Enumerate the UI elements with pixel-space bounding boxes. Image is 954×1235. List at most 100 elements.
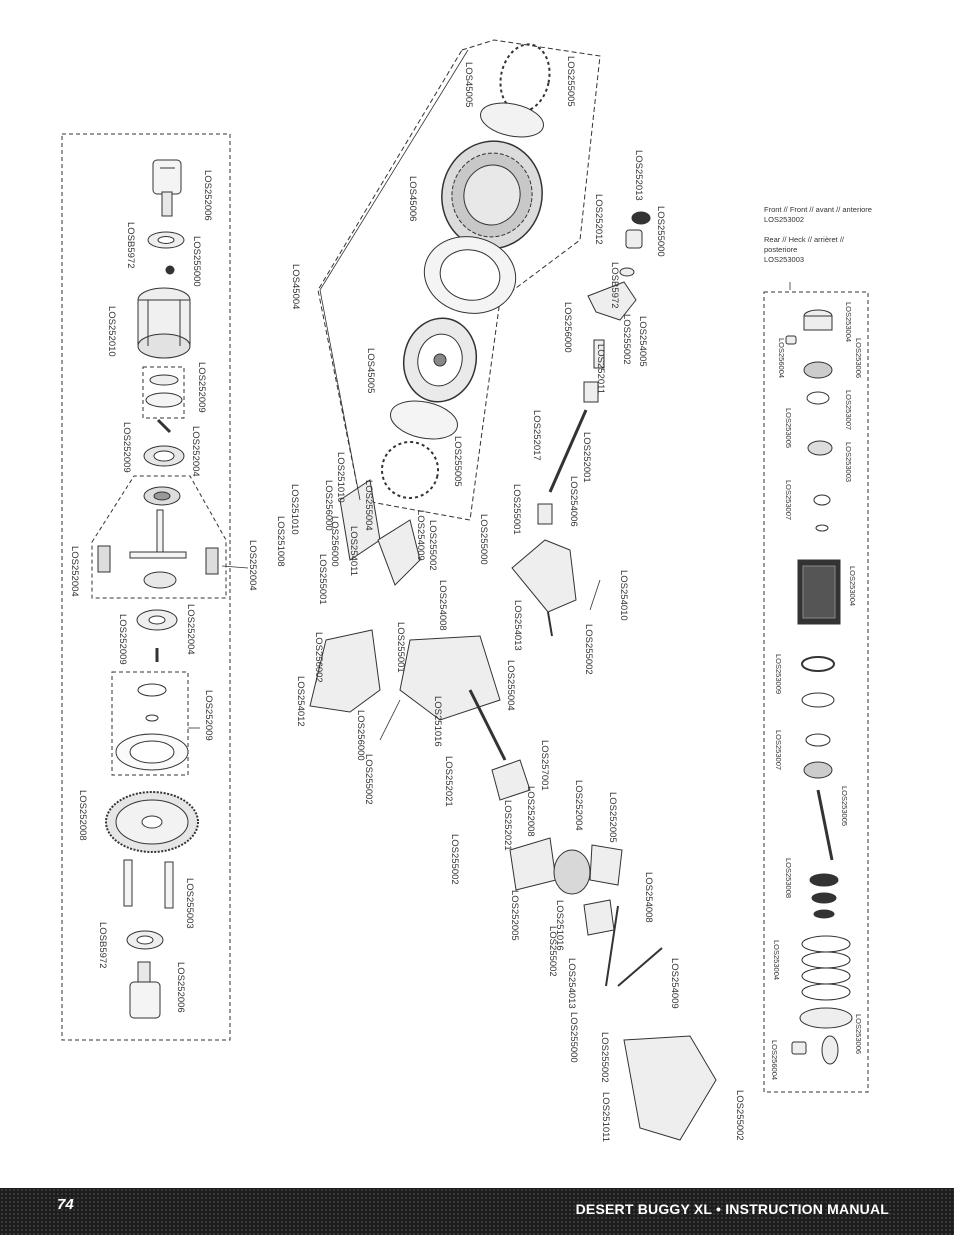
camber-link xyxy=(377,519,421,586)
diff-pin xyxy=(156,418,172,434)
shock-end-top xyxy=(785,335,797,345)
wheel-assembly xyxy=(317,39,601,521)
hub-label: LOS255001 xyxy=(511,484,522,535)
hub-label: LOS255000 xyxy=(655,206,666,257)
chassis-label: LOS255002 xyxy=(599,1032,610,1083)
chassis-label: LOS251010 xyxy=(335,452,346,503)
shock-spring-cup xyxy=(803,361,833,379)
shock-label: LOS253007 xyxy=(784,480,793,520)
axle-cup xyxy=(583,381,599,403)
shock-label: LOS253007 xyxy=(774,730,783,770)
shock-boot xyxy=(809,873,839,919)
chassis-label: LOS252004 xyxy=(573,780,584,831)
beadlock-screws xyxy=(381,441,439,499)
chassis-label: LOS254012 xyxy=(295,676,306,727)
beadlock-ring xyxy=(480,102,544,138)
diff-screw-right xyxy=(164,861,174,909)
shock-label: LOS256004 xyxy=(777,338,786,378)
diff-gear-mid xyxy=(143,486,181,506)
hub-bearing xyxy=(619,267,635,277)
shock-label: LOS253008 xyxy=(784,858,793,898)
chassis-label: LOS254008 xyxy=(437,580,448,631)
wheel-label: LOS255005 xyxy=(565,56,576,107)
bearing-bottom xyxy=(126,930,164,950)
turnbuckle xyxy=(605,905,619,987)
legend-front-label: Front // Front // avant // anteriore xyxy=(764,205,872,214)
outdrive-cup-top xyxy=(152,159,182,217)
page-number: 74 xyxy=(57,1196,74,1213)
diff-gear-lower xyxy=(136,609,178,631)
chassis-label: LOS254013 xyxy=(566,958,577,1009)
hub-label: LOS255002 xyxy=(583,624,594,675)
chassis-label: LOS254011 xyxy=(348,526,359,576)
chassis-label: LOS256000 xyxy=(323,480,334,531)
chassis-label: LOS252005 xyxy=(607,792,618,843)
shock-label-group: LOS256004 LOS253004 LOS253006 LOS253007 … xyxy=(770,302,863,1080)
chassis-label: LOS252021 xyxy=(502,800,513,851)
wheel-label: LOS45005 xyxy=(463,62,474,107)
shock-o-ring-lower xyxy=(805,733,831,747)
diff-label: LOSB5972 xyxy=(97,922,108,968)
shock-label: LOS253004 xyxy=(848,566,857,606)
manual-title: DESERT BUGGY XL • INSTRUCTION MANUAL xyxy=(575,1201,889,1217)
diff-label: LOS252004 xyxy=(185,604,196,655)
tire-foam-insert xyxy=(423,236,517,314)
diff-spider-gear-left xyxy=(97,545,111,573)
diff-gear-group-box xyxy=(91,475,227,599)
shock-label: LOS253009 xyxy=(774,654,783,694)
wheel-rim xyxy=(402,317,478,403)
hub-label: LOS252001 xyxy=(581,432,592,483)
chassis-label: LOS252005 xyxy=(509,890,520,941)
diff-label-group: LOS252006 LOS255000 LOSB5972 LOS252010 L… xyxy=(69,170,258,1013)
diff-plate-group-box xyxy=(111,671,189,776)
diff-cross-pin-bar xyxy=(129,551,187,559)
chassis-label: LOS255002 xyxy=(449,834,460,885)
shock-label: LOS253003 xyxy=(844,442,853,482)
diff-housing-right xyxy=(589,844,623,886)
bearing-top xyxy=(147,231,185,249)
chassis-label: LOS254009 xyxy=(415,510,426,561)
hub-pin xyxy=(547,611,553,637)
chassis-label: LOS251010 xyxy=(289,484,300,535)
shock-label: LOS253005 xyxy=(784,408,793,448)
chassis-label: LOS252008 xyxy=(525,786,536,837)
page-footer: 74 DESERT BUGGY XL • INSTRUCTION MANUAL xyxy=(0,1188,954,1235)
chassis-label: LOS256000 xyxy=(355,710,366,761)
shock-legend: Front // Front // avant // anteriore LOS… xyxy=(764,205,874,265)
shock-label: LOS253005 xyxy=(840,786,849,826)
diff-washer-lower xyxy=(137,683,167,697)
diff-label: LOS252009 xyxy=(117,614,128,665)
hub-label: LOS254013 xyxy=(512,600,523,651)
diff-shim-group-box xyxy=(142,366,185,419)
hub-label: LOS254005 xyxy=(637,316,648,367)
shock-rod-end xyxy=(821,1035,839,1065)
diff-label: LOS255003 xyxy=(184,878,195,929)
wheel-label: LOS255005 xyxy=(452,436,463,487)
chassis-label: LOS255004 xyxy=(363,480,374,531)
tire xyxy=(441,140,543,250)
axle xyxy=(593,339,605,369)
diff-washer xyxy=(145,392,183,408)
shock-tower xyxy=(309,629,381,713)
chassis-label: LOS255001 xyxy=(395,622,406,673)
diff-label: LOS252004 xyxy=(190,426,201,477)
diff-cross-pin xyxy=(156,509,164,557)
hub-label-group: LOS252013 LOS252012 LOS255000 LOS256000 … xyxy=(478,150,666,675)
shock-shaft xyxy=(816,789,834,861)
hub-label: LOS252013 xyxy=(633,150,644,201)
wheel-label: LOS45004 xyxy=(290,264,301,309)
shock-o-ring xyxy=(806,391,830,405)
leader-lines xyxy=(188,49,791,741)
diff-label: LOS252006 xyxy=(175,962,186,1013)
outdrive-cup-bottom xyxy=(129,961,161,1019)
chassis-label: LOS257001 xyxy=(539,740,550,791)
shock-cap-lower xyxy=(803,761,833,779)
hub-label: LOS255000 xyxy=(478,514,489,565)
diff-label: LOS252004 xyxy=(247,540,258,591)
diff-mount xyxy=(491,759,531,801)
diff-label: LOS252009 xyxy=(196,362,207,413)
legend-rear-label: Rear // Heck // arrièret // posteriore xyxy=(764,235,845,254)
diff-label: LOS252008 xyxy=(77,790,88,841)
chassis-label: LOS255002 xyxy=(363,754,374,805)
hub-label: LOS256000 xyxy=(562,302,573,353)
